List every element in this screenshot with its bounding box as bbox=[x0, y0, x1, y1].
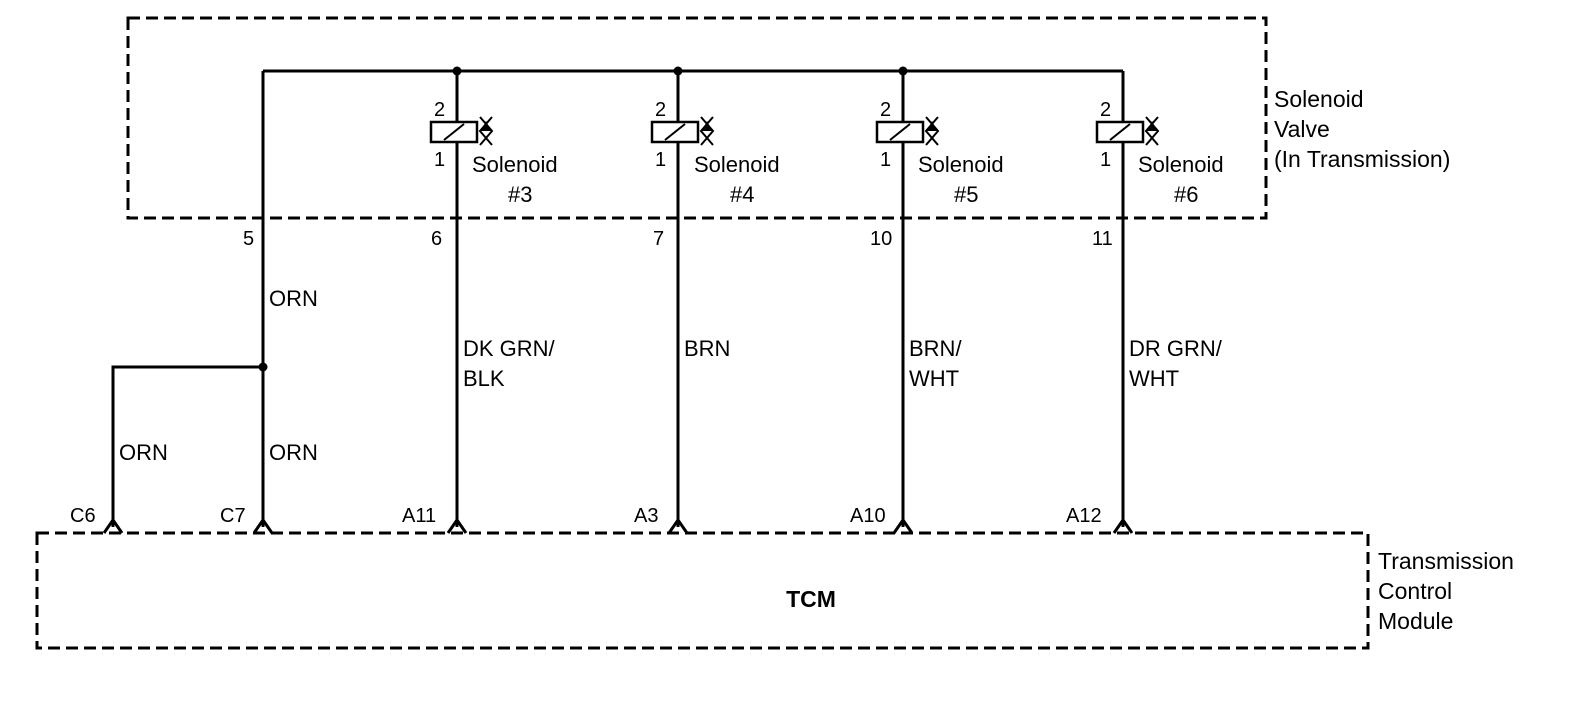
solenoid-5-coil-slash bbox=[889, 123, 911, 141]
solenoid-4-valve-icon bbox=[699, 116, 715, 146]
tcm-terminal-a3 bbox=[667, 517, 689, 534]
solenoid-4-harness-pin: 7 bbox=[653, 228, 664, 250]
power-wire-color-right: ORN bbox=[269, 440, 318, 465]
tcm-pin-a12: A12 bbox=[1066, 505, 1102, 527]
solenoid-5-top-pin: 2 bbox=[880, 99, 891, 121]
solenoid-6-wire-color-line2: WHT bbox=[1129, 366, 1179, 391]
tcm-enclosure bbox=[35, 531, 1370, 650]
tcm-label-line3: Module bbox=[1378, 608, 1453, 634]
solenoid-3-name-line1: Solenoid bbox=[472, 152, 558, 177]
tcm-label-line2: Control bbox=[1378, 578, 1452, 604]
power-wire-color-upper: ORN bbox=[269, 286, 318, 311]
tcm-label-line1: Transmission bbox=[1378, 548, 1514, 574]
solenoid-6-bottom-pin: 1 bbox=[1100, 149, 1111, 171]
tcm-terminal-a11 bbox=[446, 517, 468, 534]
solenoid-4-name-line2: #4 bbox=[730, 182, 754, 207]
solenoid-3-coil-slash bbox=[443, 123, 465, 141]
tcm-pin-a11: A11 bbox=[402, 505, 436, 527]
solenoid-3-harness-pin: 6 bbox=[431, 228, 442, 250]
solenoid-valve-label-line2: Valve bbox=[1274, 116, 1330, 142]
solenoid-5-wire-color-line1: BRN/ bbox=[909, 336, 962, 361]
solenoid-3-valve-icon bbox=[478, 116, 494, 146]
solenoid-5-valve-icon bbox=[924, 116, 940, 146]
tcm-terminal-c6 bbox=[102, 517, 124, 534]
solenoid-valve-label-line3: (In Transmission) bbox=[1274, 146, 1450, 172]
solenoid-6-coil-slash bbox=[1109, 123, 1131, 141]
solenoid-5-name-line1: Solenoid bbox=[918, 152, 1004, 177]
tcm-terminal-c7 bbox=[252, 517, 274, 534]
tcm-pin-c6: C6 bbox=[70, 505, 96, 527]
solenoid-valve-enclosure bbox=[126, 16, 1268, 220]
power-branch-wire bbox=[111, 365, 263, 527]
solenoid-3-top-pin: 2 bbox=[434, 99, 445, 121]
solenoid-6-harness-pin: 11 bbox=[1092, 228, 1113, 250]
solenoid-3: 2 1 Solenoid #3 6 DK GRN/ BLK bbox=[429, 71, 558, 527]
solenoid-6-top-pin: 2 bbox=[1100, 99, 1111, 121]
solenoid-5-name-line2: #5 bbox=[954, 182, 978, 207]
solenoid-valve-label-line1: Solenoid bbox=[1274, 86, 1364, 112]
solenoid-4: 2 1 Solenoid #4 7 BRN bbox=[650, 71, 780, 527]
solenoid-5-wire-color-line2: WHT bbox=[909, 366, 959, 391]
solenoid-4-name-line1: Solenoid bbox=[694, 152, 780, 177]
power-harness-pin: 5 bbox=[243, 228, 254, 250]
solenoid-5-bottom-pin: 1 bbox=[880, 149, 891, 171]
solenoid-5: 2 1 Solenoid #5 10 BRN/ WHT bbox=[870, 71, 1004, 527]
solenoid-6-valve-icon bbox=[1144, 116, 1160, 146]
solenoid-6: 2 1 Solenoid #6 11 DR GRN/ WHT bbox=[1092, 71, 1224, 527]
solenoid-4-bottom-pin: 1 bbox=[655, 149, 666, 171]
solenoid-6-name-line1: Solenoid bbox=[1138, 152, 1224, 177]
solenoid-4-coil-slash bbox=[664, 123, 686, 141]
solenoid-3-wire-color-line1: DK GRN/ bbox=[463, 336, 556, 361]
solenoid-3-wire-color-line2: BLK bbox=[463, 366, 505, 391]
solenoid-6-name-line2: #6 bbox=[1174, 182, 1198, 207]
power-wire-color-left: ORN bbox=[119, 440, 168, 465]
solenoid-4-top-pin: 2 bbox=[655, 99, 666, 121]
tcm-terminal-a10 bbox=[892, 517, 914, 534]
tcm-pin-c7: C7 bbox=[220, 505, 246, 527]
tcm-center-label: TCM bbox=[786, 586, 836, 612]
tcm-pin-a10: A10 bbox=[850, 505, 886, 527]
solenoid-3-name-line2: #3 bbox=[508, 182, 532, 207]
tcm-terminal-a12 bbox=[1112, 517, 1134, 534]
solenoid-4-wire-color-line1: BRN bbox=[684, 336, 730, 361]
solenoid-5-harness-pin: 10 bbox=[870, 228, 892, 250]
tcm-pin-a3: A3 bbox=[634, 505, 658, 527]
solenoid-6-wire-color-line1: DR GRN/ bbox=[1129, 336, 1223, 361]
solenoid-3-bottom-pin: 1 bbox=[434, 149, 445, 171]
